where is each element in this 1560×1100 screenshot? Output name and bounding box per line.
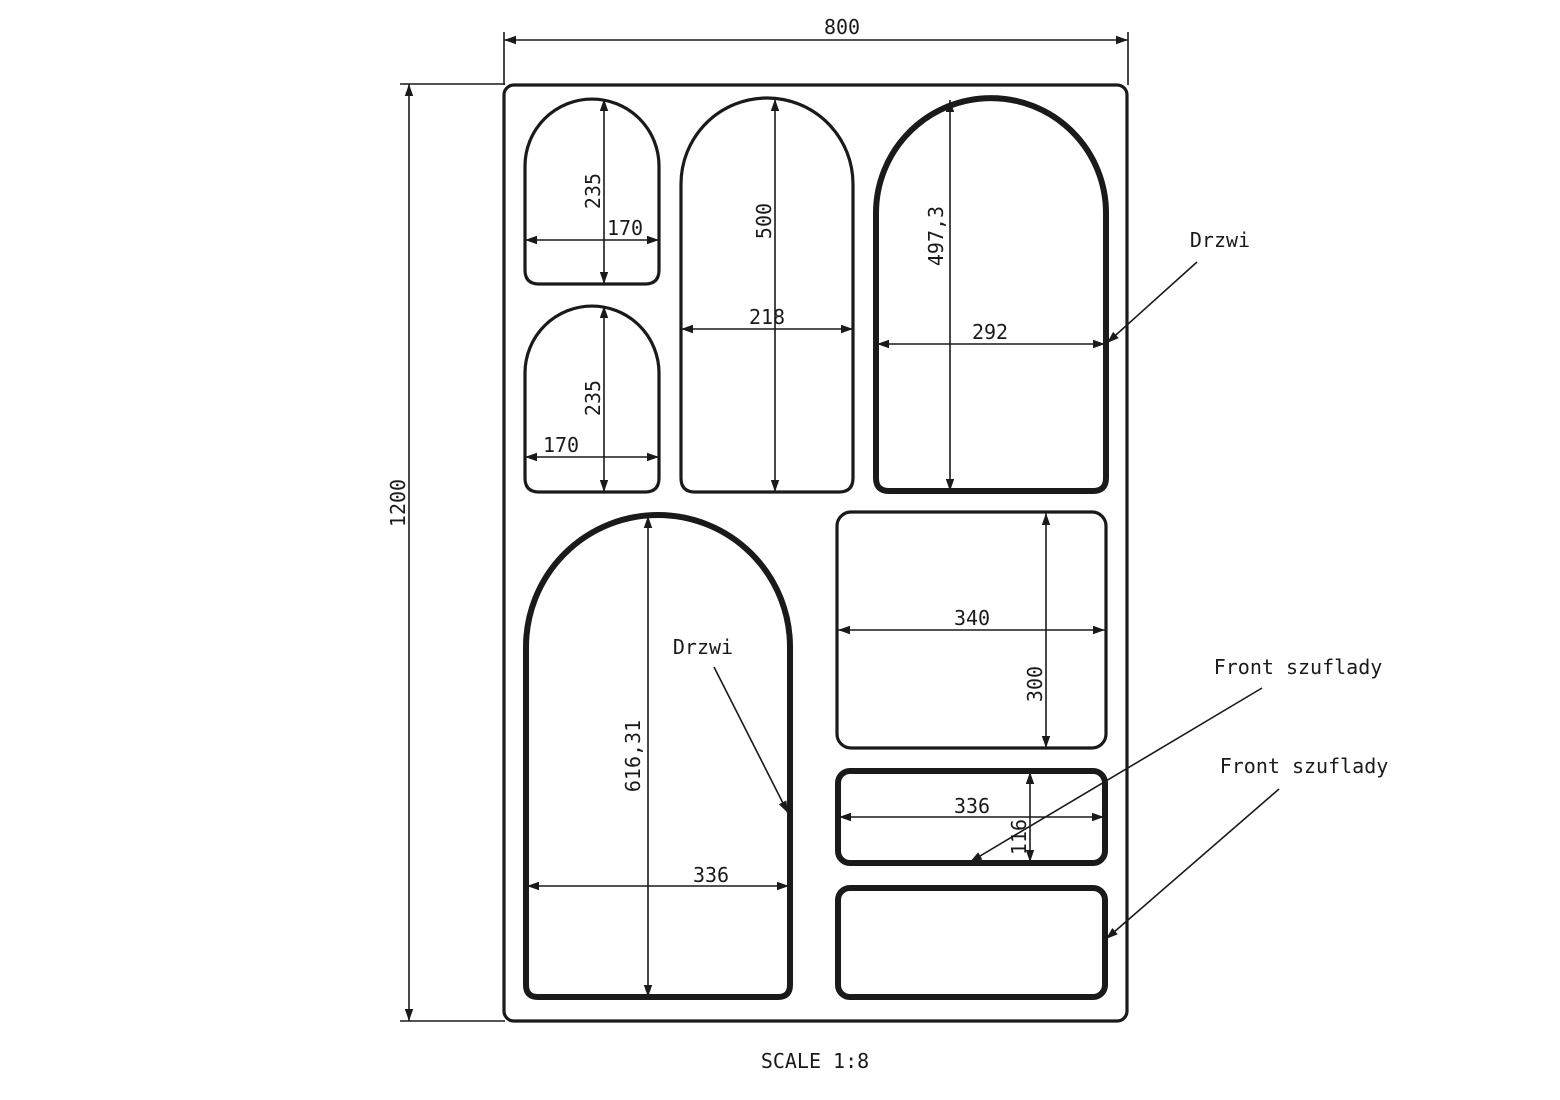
- small-arch-top-height-label: 235: [581, 173, 605, 209]
- outer-board: [502, 83, 1129, 1023]
- big-door-panel: 616,31 336: [523, 512, 793, 1000]
- small-arch-bottom-width-label: 170: [543, 433, 579, 457]
- drawer-top-callout-label: Front szuflady: [1214, 655, 1383, 679]
- overall-height-dimension: 1200: [386, 83, 505, 1022]
- right-door-panel: 497,3 292: [873, 95, 1109, 494]
- small-arch-bottom-panel: 235 170: [523, 304, 661, 494]
- drawer-top-callout: Front szuflady: [969, 655, 1383, 863]
- overall-width-dimension: 800: [503, 15, 1129, 85]
- overall-height-label: 1200: [386, 479, 410, 527]
- scale-label: SCALE 1:8: [761, 1049, 869, 1073]
- middle-arch-width-label: 218: [749, 305, 785, 329]
- big-door-width-label: 336: [693, 863, 729, 887]
- right-box-panel: 340 300: [835, 510, 1108, 750]
- small-arch-bottom-height-label: 235: [581, 380, 605, 416]
- middle-arch-height-label: 500: [752, 203, 776, 239]
- big-door-callout-label: Drzwi: [673, 635, 733, 659]
- right-box-width-label: 340: [954, 606, 990, 630]
- small-arch-top-width-label: 170: [607, 216, 643, 240]
- right-box-height-label: 300: [1023, 666, 1047, 702]
- overall-width-label: 800: [824, 15, 860, 39]
- drawer-bottom-callout-label: Front szuflady: [1220, 754, 1389, 778]
- right-door-width-label: 292: [972, 320, 1008, 344]
- drawer-bottom-panel: [835, 885, 1108, 1000]
- big-door-callout: Drzwi: [673, 635, 789, 814]
- middle-arch-panel: 500 218: [679, 96, 855, 494]
- big-door-height-label: 616,31: [621, 720, 645, 792]
- drawer-bottom-callout: Front szuflady: [1105, 754, 1389, 940]
- right-door-height-label: 497,3: [924, 206, 948, 266]
- right-door-callout: Drzwi: [1106, 228, 1250, 344]
- small-arch-top-panel: 235 170: [523, 97, 661, 286]
- drawer-top-panel: 336 116: [835, 768, 1108, 866]
- right-door-callout-label: Drzwi: [1190, 228, 1250, 252]
- drawer-top-width-label: 336: [954, 794, 990, 818]
